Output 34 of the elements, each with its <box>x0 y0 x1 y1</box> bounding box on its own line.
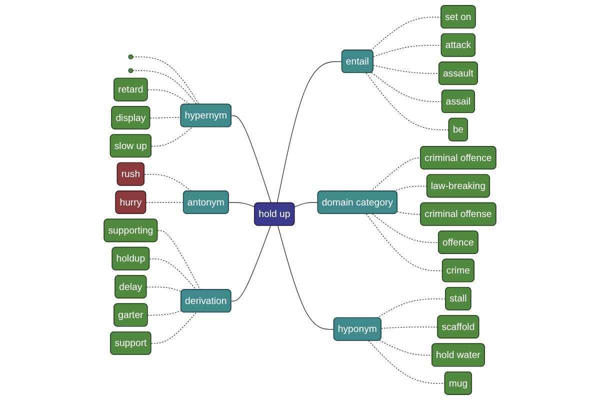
connector <box>147 310 182 316</box>
connector <box>371 72 442 102</box>
connector <box>381 326 438 329</box>
connector <box>146 286 182 292</box>
connector <box>366 214 443 272</box>
connector <box>372 214 440 243</box>
connector <box>228 202 256 208</box>
connector <box>276 61 342 204</box>
connector <box>132 56 200 105</box>
connector <box>294 202 318 208</box>
connector <box>373 64 440 74</box>
connector <box>149 258 197 290</box>
connector <box>150 117 182 118</box>
connector <box>368 340 446 384</box>
connector <box>379 340 433 356</box>
connector <box>373 44 442 58</box>
node-circle <box>128 68 134 74</box>
connector <box>376 298 446 318</box>
connector <box>150 312 197 344</box>
connector <box>393 186 428 192</box>
connector <box>151 126 193 147</box>
connector <box>370 158 422 192</box>
connector <box>231 115 272 204</box>
connector <box>146 202 184 203</box>
connector <box>132 70 198 105</box>
node-circle <box>128 54 134 60</box>
connector <box>370 16 442 51</box>
connector <box>144 174 192 192</box>
connector <box>366 72 450 130</box>
connector <box>230 225 271 302</box>
connector <box>278 225 334 330</box>
connector <box>157 230 201 290</box>
connector <box>396 211 422 215</box>
connector <box>147 89 190 105</box>
